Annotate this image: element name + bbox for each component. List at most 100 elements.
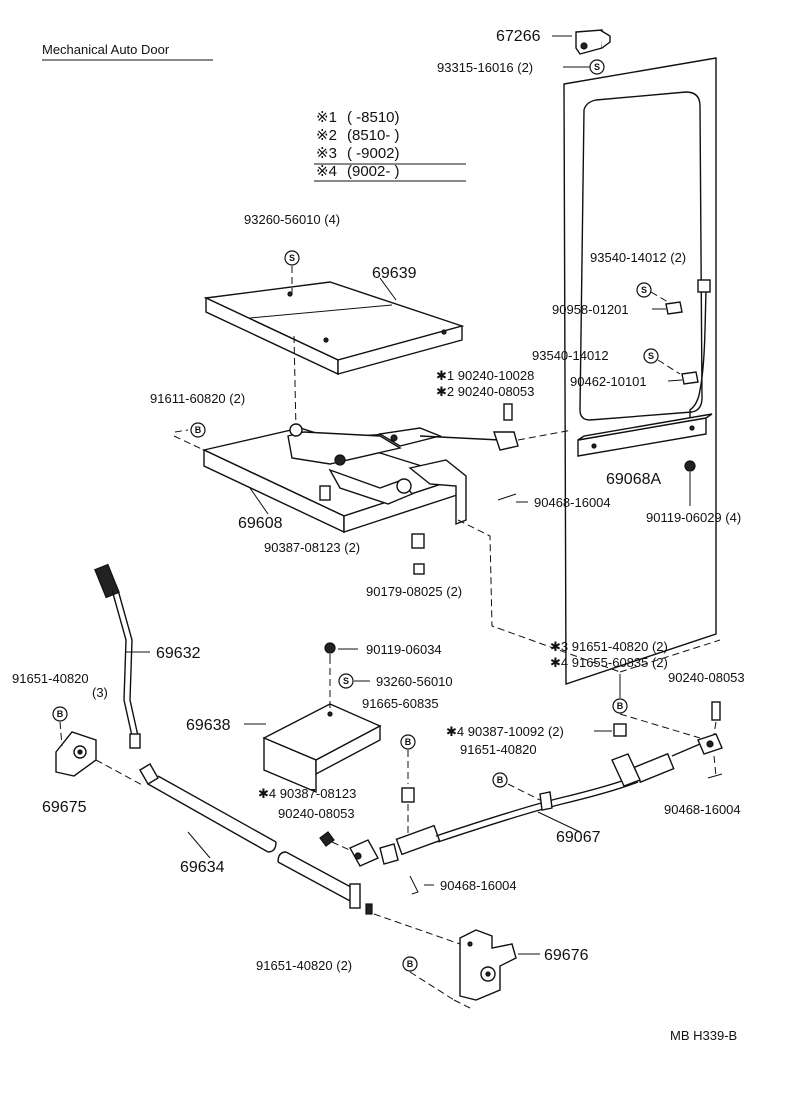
cable-69067 (349, 733, 723, 867)
label-90240-08053-b: 90240-08053 (278, 806, 355, 821)
lever-69632 (94, 563, 141, 749)
label-69675: 69675 (42, 799, 87, 816)
cover-plate-69639 (203, 281, 465, 376)
label-90240-10028: ✱1 90240-10028 (436, 368, 534, 383)
nut-90179-08025 (413, 563, 425, 575)
symbol-b-91665: B (400, 734, 416, 750)
label-91651-40820-qty: (3) (92, 685, 108, 700)
label-93540-14012: 93540-14012 (532, 348, 609, 363)
bolt-90240-08053-r (711, 701, 721, 721)
label-90387-08123-2: 90387-08123 (2) (264, 540, 360, 555)
bolt-90240-08053-b (319, 831, 335, 847)
symbol-s-93315: S (589, 59, 605, 75)
svg-text:B: B (407, 959, 414, 969)
label-69608: 69608 (238, 515, 283, 532)
label-90468-16004-c: 90468-16004 (440, 878, 517, 893)
legend-mark-1: ※1 (316, 109, 337, 126)
label-90468-16004-a: 90468-16004 (534, 495, 611, 510)
legend-mark-2: ※2 (316, 127, 337, 144)
bolt-90240-10028 (503, 403, 513, 421)
label-90462-10101: 90462-10101 (570, 374, 647, 389)
door-outline (563, 57, 717, 685)
label-90119-06034: 90119-06034 (366, 642, 442, 657)
label-69639: 69639 (372, 265, 417, 282)
label-69067: 69067 (556, 829, 601, 846)
legend-mark-4: ※4 (316, 163, 337, 180)
svg-text:S: S (641, 285, 647, 295)
link-rod-69634 (139, 763, 373, 915)
symbol-b-91651-b: B (492, 772, 508, 788)
label-69676: 69676 (544, 947, 589, 964)
symbol-b-91651-c: B (402, 956, 418, 972)
label-93540-14012-2: 93540-14012 (2) (590, 250, 686, 265)
label-69638: 69638 (186, 717, 231, 734)
mechanism-rod (419, 435, 501, 441)
diagram-title: Mechanical Auto Door (42, 42, 170, 57)
symbol-s-93540-a: S (636, 282, 652, 298)
diagram-code: MB H339-B (670, 1028, 737, 1043)
svg-text:B: B (617, 701, 624, 711)
leader-mechanism-to-cable (457, 519, 621, 673)
label-91651-40820-3: 91651-40820 (12, 671, 89, 686)
label-93315-16016: 93315-16016 (2) (437, 60, 533, 75)
svg-text:S: S (343, 676, 349, 686)
label-90387-10092: ✱4 90387-10092 (2) (446, 724, 564, 739)
label-67266: 67266 (496, 28, 541, 45)
symbol-b-91655: B (612, 698, 628, 714)
door-window (579, 91, 703, 421)
label-69634: 69634 (180, 859, 225, 876)
symbol-s-93540-b: S (643, 348, 659, 364)
legend-range-1: ( -8510) (347, 109, 400, 126)
pin-90468-c (409, 875, 419, 895)
legend-mark-3: ※3 (316, 145, 337, 162)
label-91651-40820-2: 91651-40820 (2) (256, 958, 352, 973)
door-cable (689, 289, 707, 420)
rod-end-clevis (493, 431, 519, 451)
clamp-90462 (681, 371, 699, 385)
door-panel (563, 57, 717, 685)
legend-table: ※1 ( -8510) ※2 (8510- ) ※3 ( -9002) ※4 (… (314, 109, 466, 182)
label-90387-08123: ✱4 90387-08123 (258, 786, 356, 801)
label-69632: 69632 (156, 645, 201, 662)
svg-text:B: B (195, 425, 202, 435)
svg-text:B: B (57, 709, 64, 719)
label-90179-08025: 90179-08025 (2) (366, 584, 462, 599)
cable-clip-top (697, 279, 711, 293)
svg-text:S: S (648, 351, 654, 361)
screw-90119-06029 (684, 460, 696, 472)
clamp-90958 (665, 301, 683, 315)
label-90240-08053-r: 90240-08053 (668, 670, 745, 685)
label-91651-40820-star3: ✱3 91651-40820 (2) (550, 639, 668, 654)
pin-90468-a (497, 493, 517, 501)
bracket-67266 (575, 29, 611, 55)
label-90240-08053-alt: ✱2 90240-08053 (436, 384, 534, 399)
symbol-b-91611: B (190, 422, 206, 438)
collar-90387-10092 (613, 723, 627, 737)
collar-90387-08123 (411, 533, 425, 549)
label-91611-60820: 91611-60820 (2) (150, 391, 245, 406)
label-91655-60835: ✱4 91655-60835 (2) (550, 655, 668, 670)
symbol-b-91651-a: B (52, 706, 68, 722)
label-69068a: 69068A (606, 471, 661, 488)
bolt-90119-06034 (324, 642, 336, 654)
cover-69638 (262, 703, 382, 794)
mechanism-69608 (201, 423, 467, 534)
label-91651-40820-b: 91651-40820 (460, 742, 537, 757)
symbol-s-93260-a: S (284, 250, 300, 266)
svg-text:B: B (497, 775, 504, 785)
svg-text:S: S (594, 62, 600, 72)
legend-range-3: ( -9002) (347, 145, 400, 162)
svg-text:B: B (405, 737, 412, 747)
label-93260-56010: 93260-56010 (376, 674, 453, 689)
label-93260-56010-4: 93260-56010 (4) (244, 212, 340, 227)
legend-range-4: (9002- ) (347, 163, 400, 180)
label-90468-16004-b: 90468-16004 (664, 802, 741, 817)
label-90119-06029: 90119-06029 (4) (646, 510, 741, 525)
svg-text:S: S (289, 253, 295, 263)
label-91665-60835: 91665-60835 (362, 696, 439, 711)
bracket-69676 (459, 929, 517, 1001)
pin-90468-b (707, 773, 723, 779)
legend-range-2: (8510- ) (347, 127, 400, 144)
